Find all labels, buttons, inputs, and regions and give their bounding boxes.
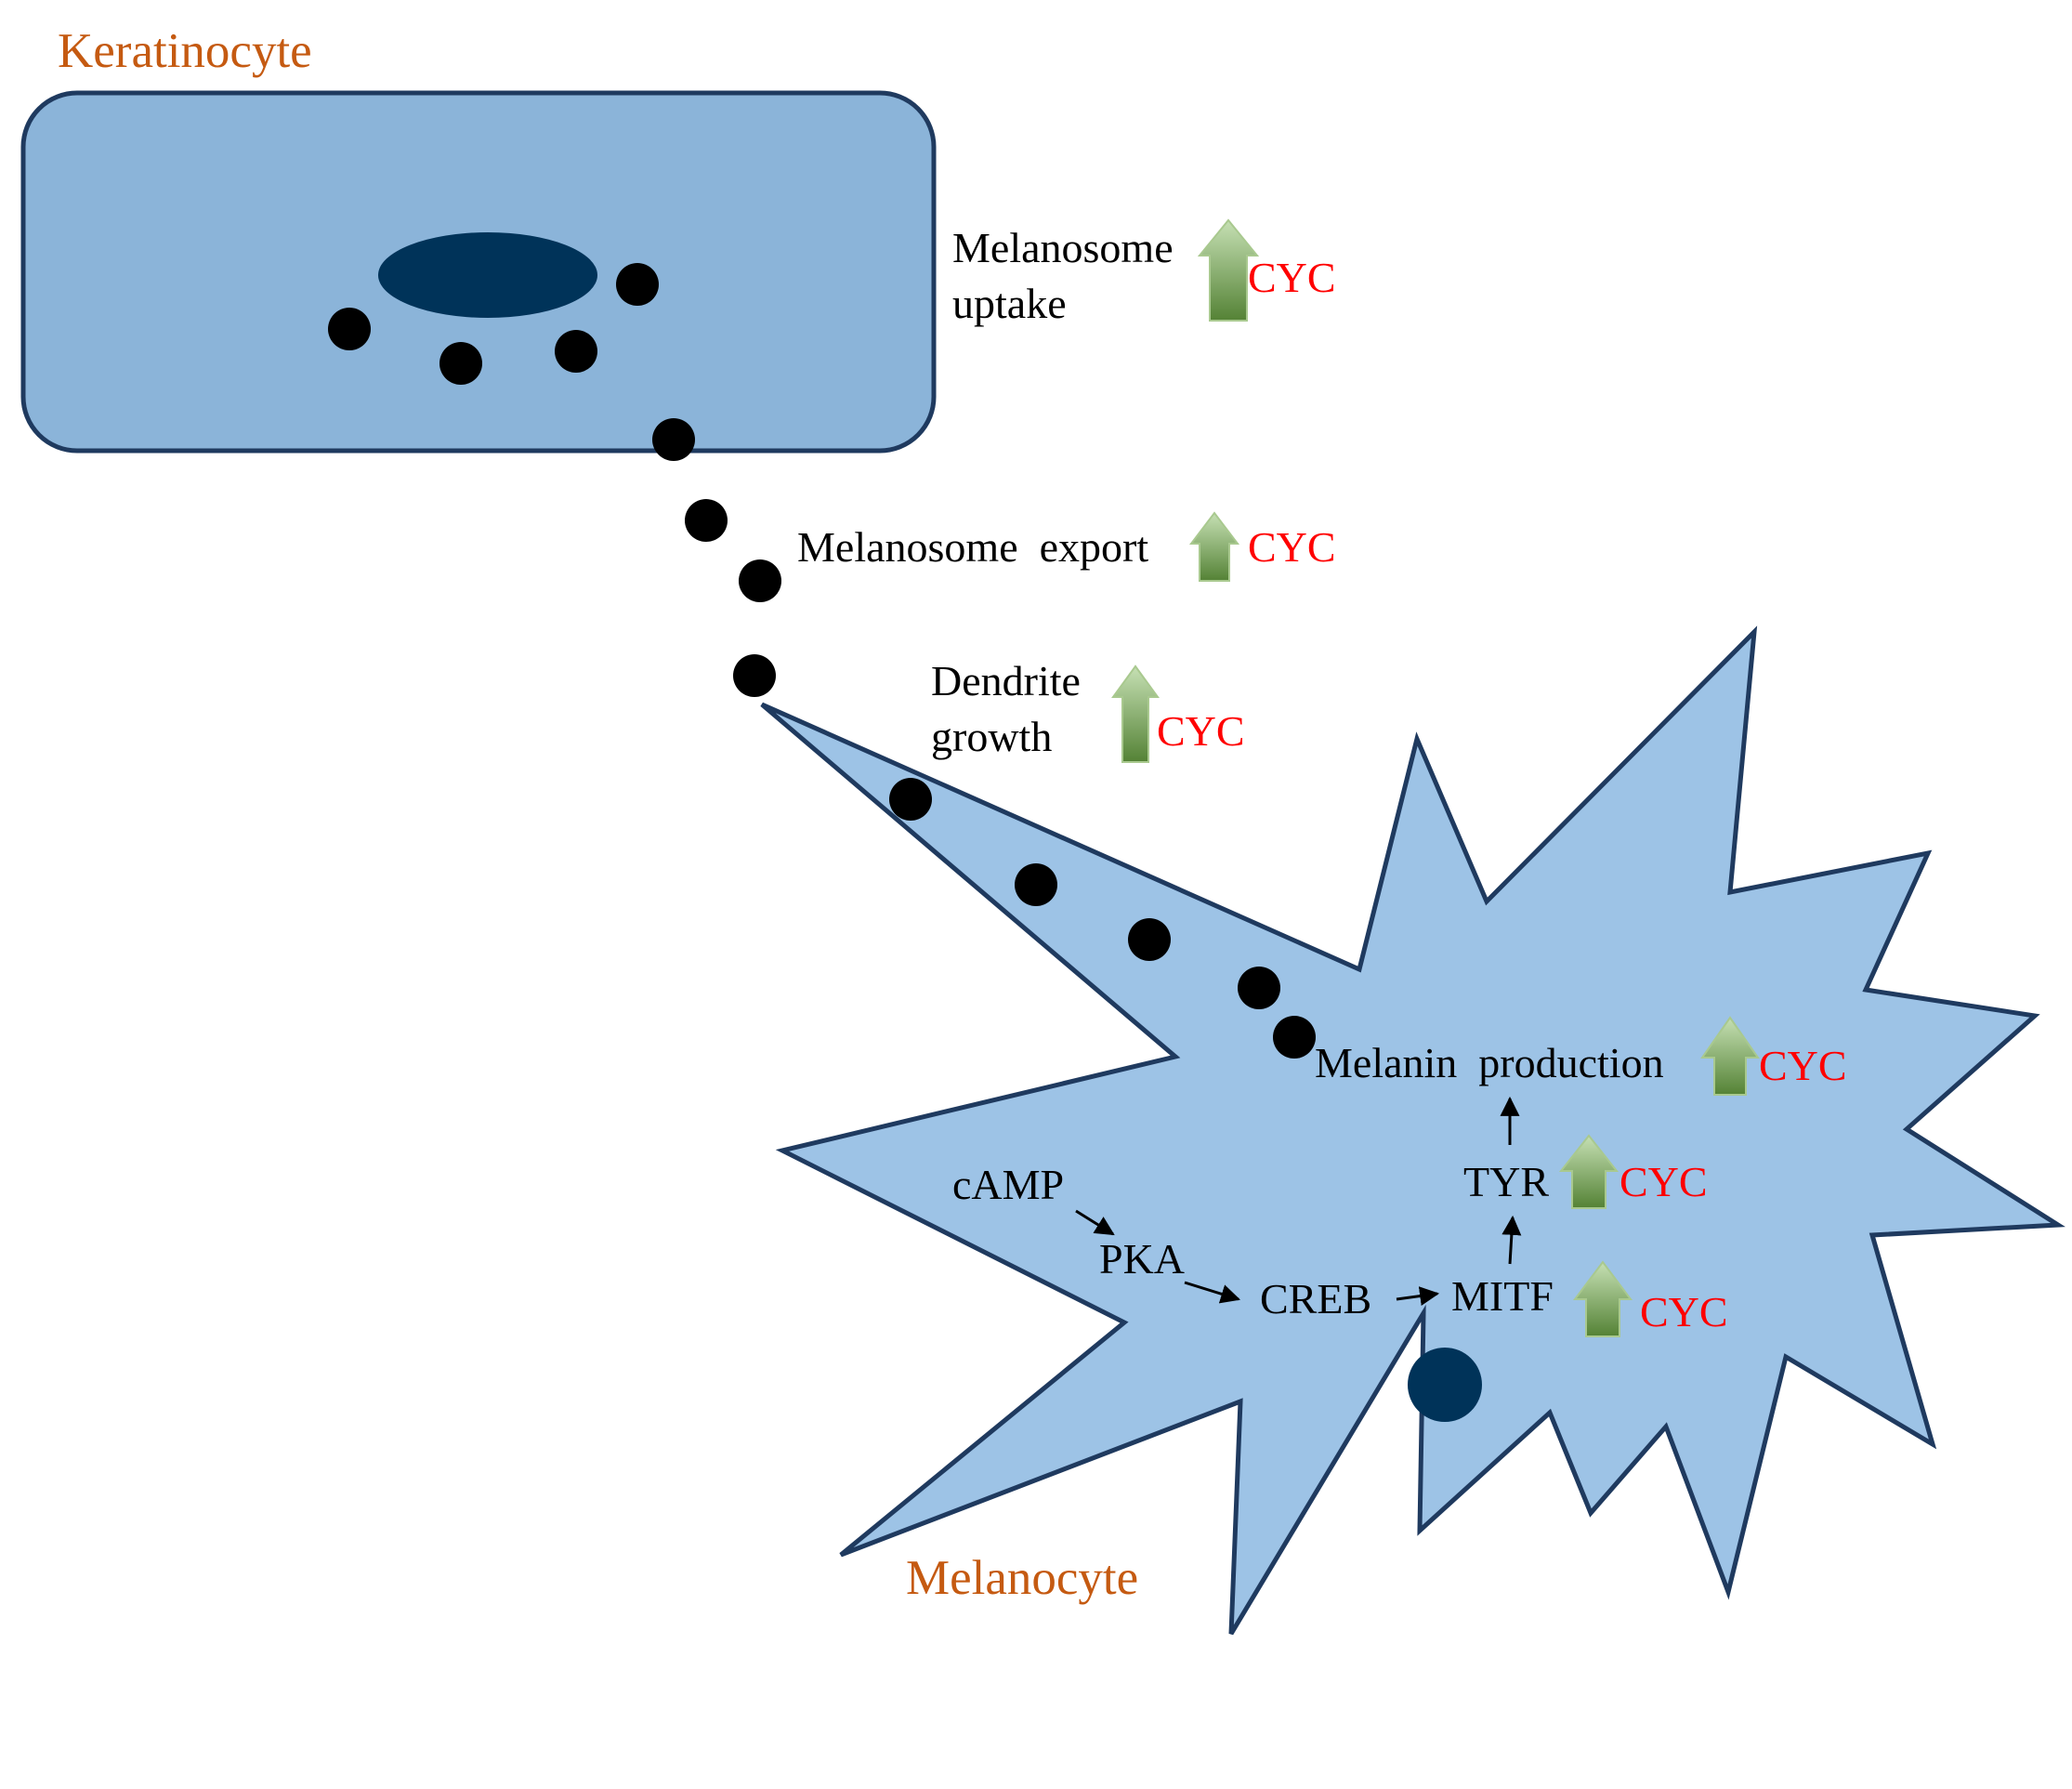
- cyc-label: CYC: [1157, 707, 1245, 755]
- pathway-node-pka: PKA: [1099, 1235, 1185, 1283]
- signaling-pathway: cAMP PKA CREB MITF TYR CYC CYC: [952, 1096, 1728, 1337]
- pathway-node-camp: cAMP: [952, 1161, 1064, 1208]
- effect-melanin-production: Melanin production CYC: [1315, 1016, 1847, 1096]
- melanosome: [1238, 967, 1280, 1009]
- melanosome: [439, 342, 482, 385]
- pathway-node-mitf: MITF: [1451, 1272, 1554, 1320]
- melanosome: [1015, 863, 1057, 906]
- effect-label-line: growth: [931, 713, 1052, 760]
- up-arrow-icon: [1558, 1134, 1620, 1209]
- effect-label-line: uptake: [952, 280, 1067, 327]
- cyc-label: CYC: [1620, 1158, 1708, 1205]
- pathway-arrow: [1502, 1215, 1522, 1265]
- effect-melanosome-export: Melanosome export CYC: [797, 511, 1336, 582]
- effect-melanosome-uptake: Melanosome uptake CYC: [952, 218, 1336, 327]
- melanosome: [733, 654, 776, 697]
- cyc-label: CYC: [1759, 1042, 1847, 1089]
- effect-label-line: Melanosome: [952, 224, 1174, 271]
- cyc-label: CYC: [1248, 523, 1336, 571]
- keratinocyte-nucleus: [378, 232, 597, 318]
- melanosome: [685, 499, 728, 542]
- keratinocyte-cell: [20, 90, 937, 454]
- melanocyte-label: Melanocyte: [906, 1551, 1138, 1605]
- up-arrow-icon: [1188, 511, 1240, 582]
- keratinocyte-label: Keratinocyte: [58, 24, 312, 78]
- up-arrow-icon: [1197, 218, 1260, 322]
- melanosome: [739, 559, 781, 602]
- melanocyte-nucleus: [1408, 1348, 1482, 1422]
- melanosome: [1273, 1016, 1316, 1059]
- up-arrow-icon: [1700, 1016, 1760, 1096]
- melanosomes: [328, 263, 1316, 1059]
- up-arrow-icon: [1111, 664, 1160, 763]
- cyc-label: CYC: [1248, 254, 1336, 301]
- melanosome: [616, 263, 659, 306]
- effect-label-line: Dendrite: [931, 657, 1081, 704]
- melanosome: [652, 418, 695, 461]
- melanocyte-body: [760, 625, 2065, 1636]
- melanosome: [328, 308, 371, 350]
- pathway-node-tyr: TYR: [1463, 1158, 1549, 1205]
- melanosome: [555, 330, 597, 373]
- pathway-arrow: [1396, 1286, 1440, 1306]
- pathway-node-creb: CREB: [1260, 1275, 1371, 1322]
- effect-label-line: Melanosome export: [797, 523, 1148, 571]
- cyc-label: CYC: [1640, 1288, 1728, 1335]
- effect-label-line: Melanin production: [1315, 1039, 1664, 1086]
- pathway-arrow: [1184, 1281, 1241, 1304]
- effect-dendrite-growth: Dendrite growth CYC: [931, 657, 1245, 763]
- melanosome: [1128, 918, 1171, 961]
- up-arrow-icon: [1573, 1260, 1633, 1337]
- melanosome: [889, 778, 932, 821]
- pathway-arrow: [1075, 1209, 1115, 1236]
